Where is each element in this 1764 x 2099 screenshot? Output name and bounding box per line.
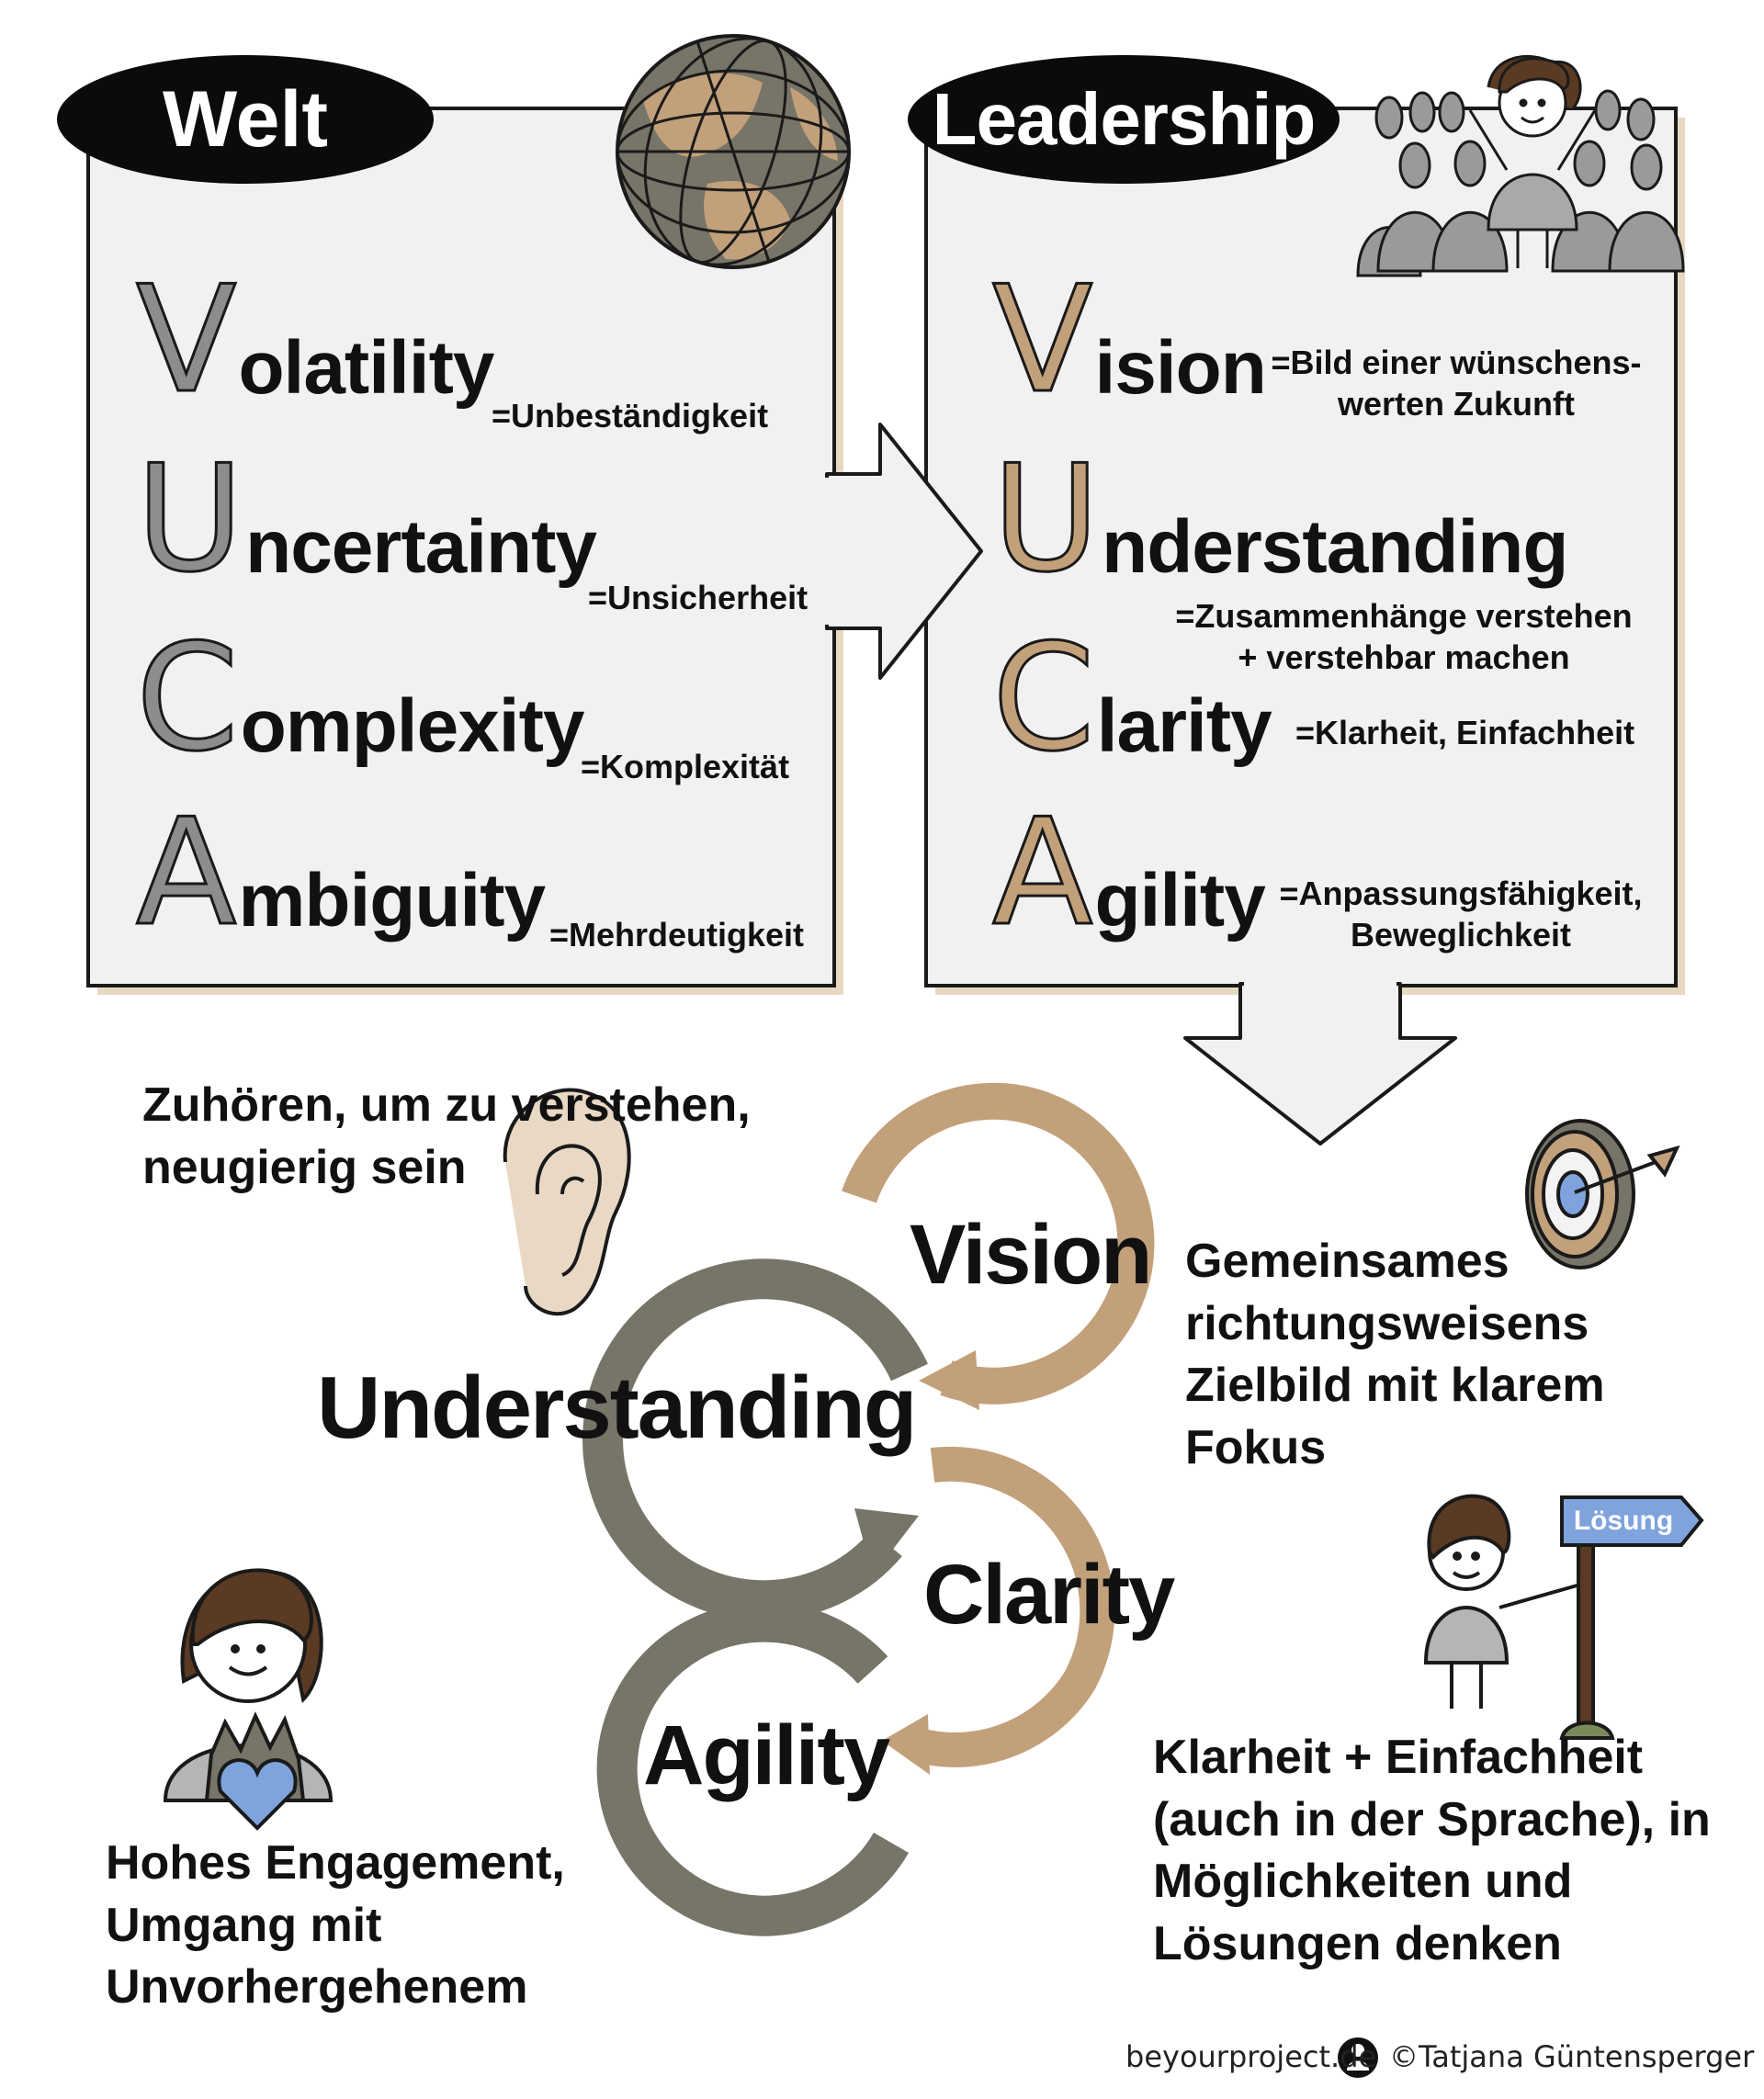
translation-line: =Bild einer wünschens- [1271, 344, 1642, 381]
crowd-leader-icon [1356, 55, 1685, 277]
welt-row-complexity: C omplexity [135, 612, 585, 784]
welt-word-complexity: omplexity [240, 684, 585, 768]
welt-letter-c: C [135, 612, 241, 784]
leadership-title: Leadership [908, 55, 1340, 184]
leadership-row-clarity: C larity [991, 612, 1272, 784]
leadership-translation-agility: =Anpassungsfähigkeit, Beweglichkeit [1259, 873, 1663, 955]
person-signpost-icon [1423, 1494, 1704, 1740]
leadership-word-agility: gility [1094, 859, 1265, 942]
note-vision: Gemeinsames richtungsweisens Zielbild mi… [1185, 1231, 1605, 1479]
note-line: richtungsweisens [1185, 1296, 1589, 1350]
note-line: neugierig sein [142, 1140, 467, 1194]
leadership-letter-v: V [990, 254, 1093, 425]
welt-row-uncertainty: U ncertainty [134, 433, 597, 604]
note-line: Möglichkeiten und [1153, 1855, 1573, 1909]
leadership-word-understanding: nderstanding [1102, 505, 1568, 589]
translation-line: =Anpassungsfähigkeit, [1279, 875, 1643, 912]
leadership-row-understanding: U nderstanding [990, 433, 1568, 604]
welt-word-ambiguity: mbiguity [238, 859, 546, 942]
person-heart-icon [163, 1568, 334, 1831]
welt-translation-volatility: =Unbeständigkeit [492, 397, 769, 434]
leadership-translation-vision: =Bild einer wünschens- werten Zukunft [1263, 342, 1649, 424]
note-line: Unvorhergehenem [106, 1960, 528, 2014]
note-line: Lösungen denken [1153, 1916, 1562, 1970]
note-listening: Zuhören, um zu verstehen, neugierig sein [142, 1075, 751, 1199]
welt-word-volatility: olatility [238, 326, 494, 410]
cycle-agility: Agility [643, 1709, 890, 1802]
leadership-letter-c: C [991, 612, 1097, 784]
welt-title: Welt [57, 55, 434, 184]
leadership-panel [924, 107, 1685, 995]
globe-icon [616, 34, 851, 269]
welt-translation-uncertainty: =Unsicherheit [588, 579, 808, 616]
leadership-translation-clarity: =Klarheit, Einfachheit [1295, 714, 1635, 751]
leadership-word-vision: ision [1094, 326, 1266, 410]
note-line: Umgang mit [106, 1898, 382, 1952]
cycle-understanding: Understanding [317, 1359, 917, 1457]
leadership-word-clarity: larity [1096, 684, 1272, 768]
right-arrow [825, 423, 983, 680]
welt-row-volatility: V olatility [134, 254, 494, 425]
cycle-vision: Vision [910, 1208, 1152, 1302]
note-line: Hohes Engagement, [106, 1836, 565, 1890]
cycle-clarity: Clarity [923, 1548, 1175, 1642]
note-line: (auch in der Sprache), in [1153, 1792, 1711, 1846]
note-line: Gemeinsames [1185, 1235, 1510, 1288]
note-clarity: Klarheit + Einfachheit (auch in der Spra… [1153, 1727, 1711, 1975]
note-line: Zielbild mit klarem [1185, 1359, 1605, 1413]
welt-translation-ambiguity: =Mehrdeutigkeit [549, 916, 805, 954]
down-arrow [1183, 982, 1457, 1145]
translation-line: =Zusammenhänge verstehen [1175, 597, 1633, 635]
welt-translation-complexity: =Komplexität [581, 748, 790, 785]
target-icon [1525, 1119, 1680, 1270]
leadership-letter-a: A [990, 786, 1093, 958]
leadership-translation-understanding: =Zusammenhänge verstehen + verstehbar ma… [1156, 595, 1652, 678]
logo-icon [1338, 2037, 1378, 2078]
welt-row-ambiguity: A mbiguity [134, 786, 546, 958]
note-line: Klarheit + Einfachheit [1153, 1731, 1644, 1784]
footer-copyright: ©Tatjana Güntensperger [1389, 2039, 1755, 2074]
translation-line: Beweglichkeit [1350, 916, 1572, 954]
cycle-arrows-icon [582, 1082, 1155, 1936]
note-agility: Hohes Engagement, Umgang mit Unvorhergeh… [106, 1833, 565, 2019]
welt-letter-u: U [134, 433, 244, 604]
ear-icon [503, 1088, 631, 1316]
footer-site: beyourproject.de [1125, 2039, 1377, 2074]
leadership-row-vision: V ision [990, 254, 1266, 425]
note-line: Zuhören, um zu verstehen, [142, 1078, 751, 1132]
translation-line: + verstehbar machen [1238, 638, 1570, 676]
welt-word-uncertainty: ncertainty [245, 505, 597, 589]
welt-letter-a: A [134, 786, 237, 958]
leadership-letter-u: U [990, 433, 1101, 604]
translation-line: werten Zukunft [1338, 385, 1575, 423]
leadership-row-agility: A gility [990, 786, 1265, 958]
signpost-label: Lösung [1573, 1506, 1674, 1536]
welt-letter-v: V [134, 254, 237, 425]
note-line: Fokus [1185, 1420, 1327, 1474]
